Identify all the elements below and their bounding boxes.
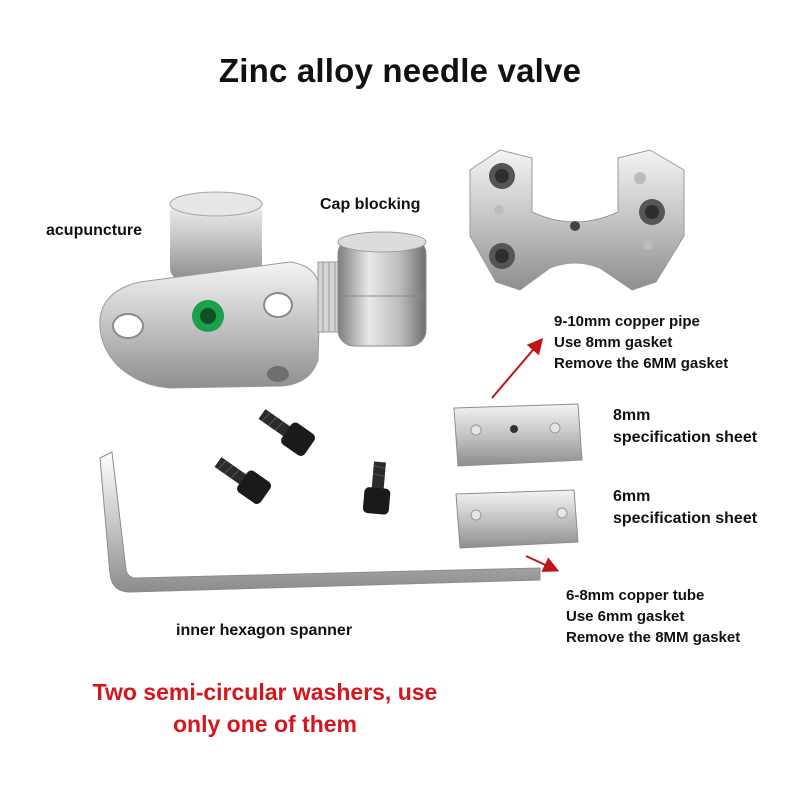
sheet-6mm-desc: specification sheet	[613, 510, 758, 527]
label-spanner: inner hexagon spanner	[176, 622, 353, 639]
note-pipe-9-10: 9-10mm copper pipe Use 8mm gasket Remove…	[554, 311, 728, 374]
screws	[214, 409, 391, 515]
label-sheet-6mm: 6mm specification sheet	[613, 486, 757, 530]
sheet-8mm-size: 8mm	[613, 407, 651, 424]
warning-line2: only one of them	[173, 711, 357, 737]
note-tube-6-8-line3: Remove the 8MM gasket	[566, 629, 741, 646]
sheet-6mm-size: 6mm	[613, 488, 651, 505]
note-pipe-9-10-line2: Use 8mm gasket	[554, 334, 673, 351]
sheet-6mm	[455, 489, 579, 549]
valve-body	[99, 191, 341, 389]
hex-key	[99, 451, 541, 593]
pointer-arrows	[491, 337, 560, 572]
note-tube-6-8: 6-8mm copper tube Use 6mm gasket Remove …	[566, 585, 740, 648]
blocking-cap	[337, 231, 427, 347]
note-pipe-9-10-line1: 9-10mm copper pipe	[554, 313, 700, 330]
clamp-bracket	[469, 149, 685, 291]
label-sheet-8mm: 8mm specification sheet	[613, 405, 757, 449]
label-cap-blocking: Cap blocking	[320, 196, 421, 213]
warning-line1: Two semi-circular washers, use	[92, 679, 438, 705]
note-tube-6-8-line2: Use 6mm gasket	[566, 608, 685, 625]
sheet-8mm	[453, 403, 583, 467]
page-title: Zinc alloy needle valve	[218, 52, 582, 89]
note-tube-6-8-line1: 6-8mm copper tube	[566, 587, 705, 604]
sheet-8mm-desc: specification sheet	[613, 429, 758, 446]
label-acupuncture: acupuncture	[46, 222, 143, 239]
warning-note: Two semi-circular washers, use only one …	[40, 676, 490, 740]
note-pipe-9-10-line3: Remove the 6MM gasket	[554, 355, 729, 372]
